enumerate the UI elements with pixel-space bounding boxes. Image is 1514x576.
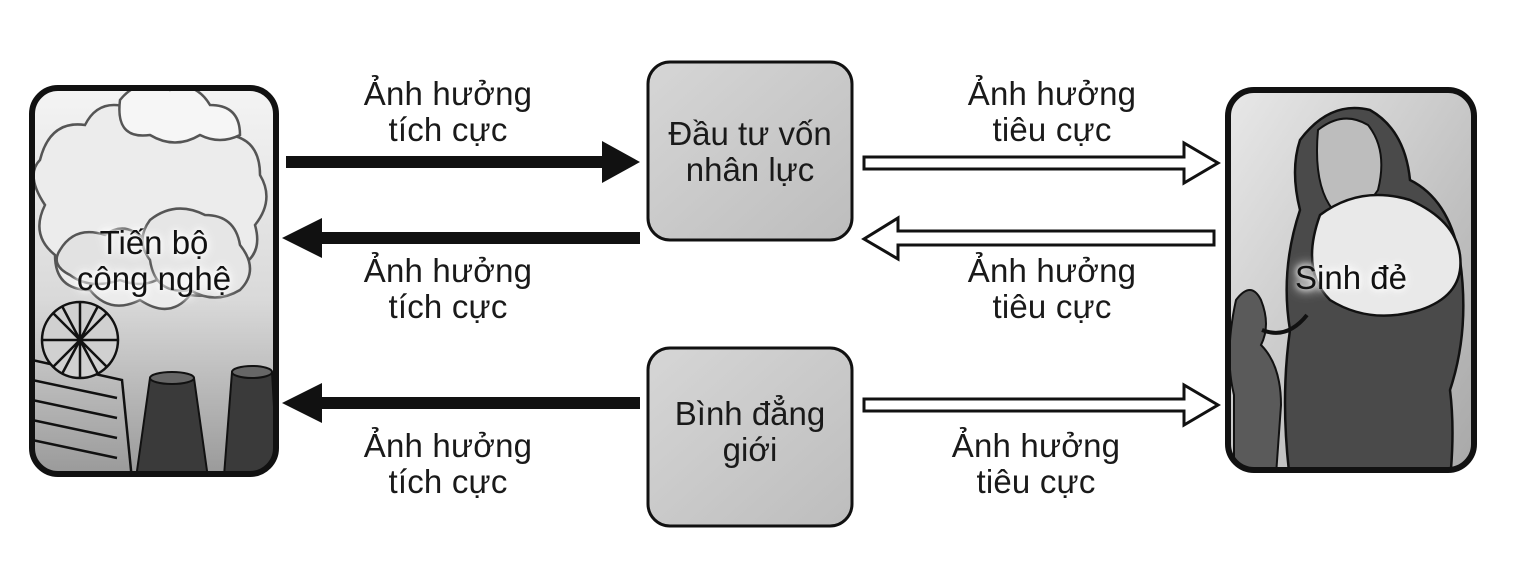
fertility-label: Sinh đẻ — [1295, 259, 1407, 296]
smoke-clouds — [32, 88, 268, 310]
technology-label: Tiến bộ công nghệ — [76, 224, 232, 297]
child-arm — [1261, 313, 1309, 335]
edge-label-gender-equality-to-technology: Ảnh hưởng tích cực — [363, 427, 533, 500]
edge-label-human-capital-to-fertility: Ảnh hưởng tiêu cực — [967, 75, 1137, 148]
gender-equality-box — [646, 346, 854, 528]
arrow-technology-to-human-capital — [286, 141, 640, 183]
factory-structure — [32, 300, 134, 474]
edge-label-gender-equality-to-fertility: Ảnh hưởng tiêu cực — [951, 427, 1121, 500]
edge-label-human-capital-to-technology: Ảnh hưởng tích cực — [363, 252, 533, 325]
arrow-gender-equality-to-technology — [282, 383, 640, 423]
chimneys — [134, 365, 276, 474]
technology-panel-frame — [29, 85, 279, 477]
baby-bundle — [1310, 193, 1462, 317]
factory-illustration — [32, 88, 276, 474]
technology-panel — [29, 85, 279, 477]
edge-label-fertility-to-human-capital: Ảnh hưởng tiêu cực — [967, 252, 1137, 325]
edge-label-technology-to-human-capital: Ảnh hưởng tích cực — [363, 75, 533, 148]
mother-face — [1316, 117, 1383, 214]
arrow-human-capital-to-fertility — [862, 140, 1221, 186]
arrow-fertility-to-human-capital — [861, 215, 1216, 262]
human-capital-label: Đầu tư vốn nhân lực — [668, 115, 832, 188]
arrow-gender-equality-to-fertility — [862, 382, 1221, 428]
fertility-panel — [1225, 87, 1477, 473]
human-capital-box — [646, 60, 854, 242]
mother-child-illustration — [1228, 90, 1474, 470]
arrow-human-capital-to-technology — [282, 218, 640, 258]
gender-equality-label: Bình đẳng giới — [674, 395, 826, 468]
fertility-panel-frame — [1225, 87, 1477, 473]
